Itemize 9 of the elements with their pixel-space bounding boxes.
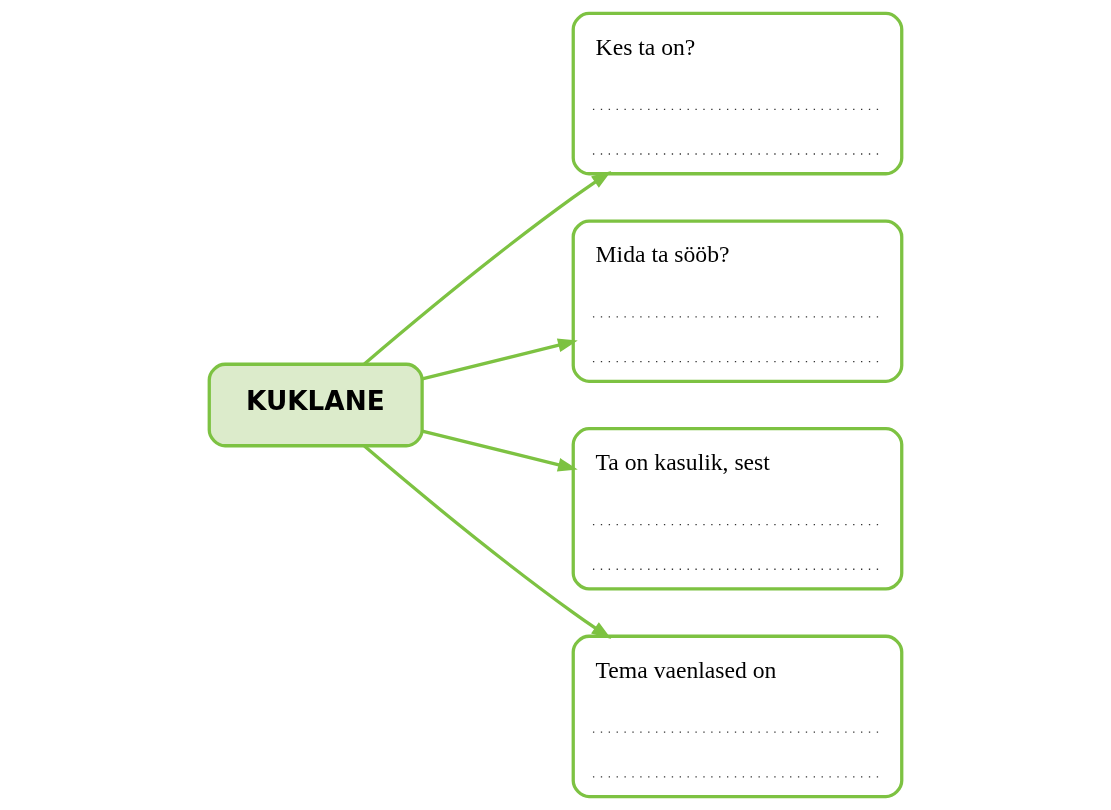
node-box: KUKLANE: [207, 362, 424, 448]
arrow: [421, 338, 578, 381]
node-box: Mida ta sööb?: [571, 219, 904, 383]
arrow: [363, 444, 612, 639]
node-box: Ta on kasulik, sest: [571, 427, 904, 591]
node-box: Kes ta on?: [571, 11, 904, 176]
arrow: [421, 429, 578, 472]
node-box: Tema vaenlased on: [571, 634, 904, 799]
arrow: [363, 171, 612, 366]
